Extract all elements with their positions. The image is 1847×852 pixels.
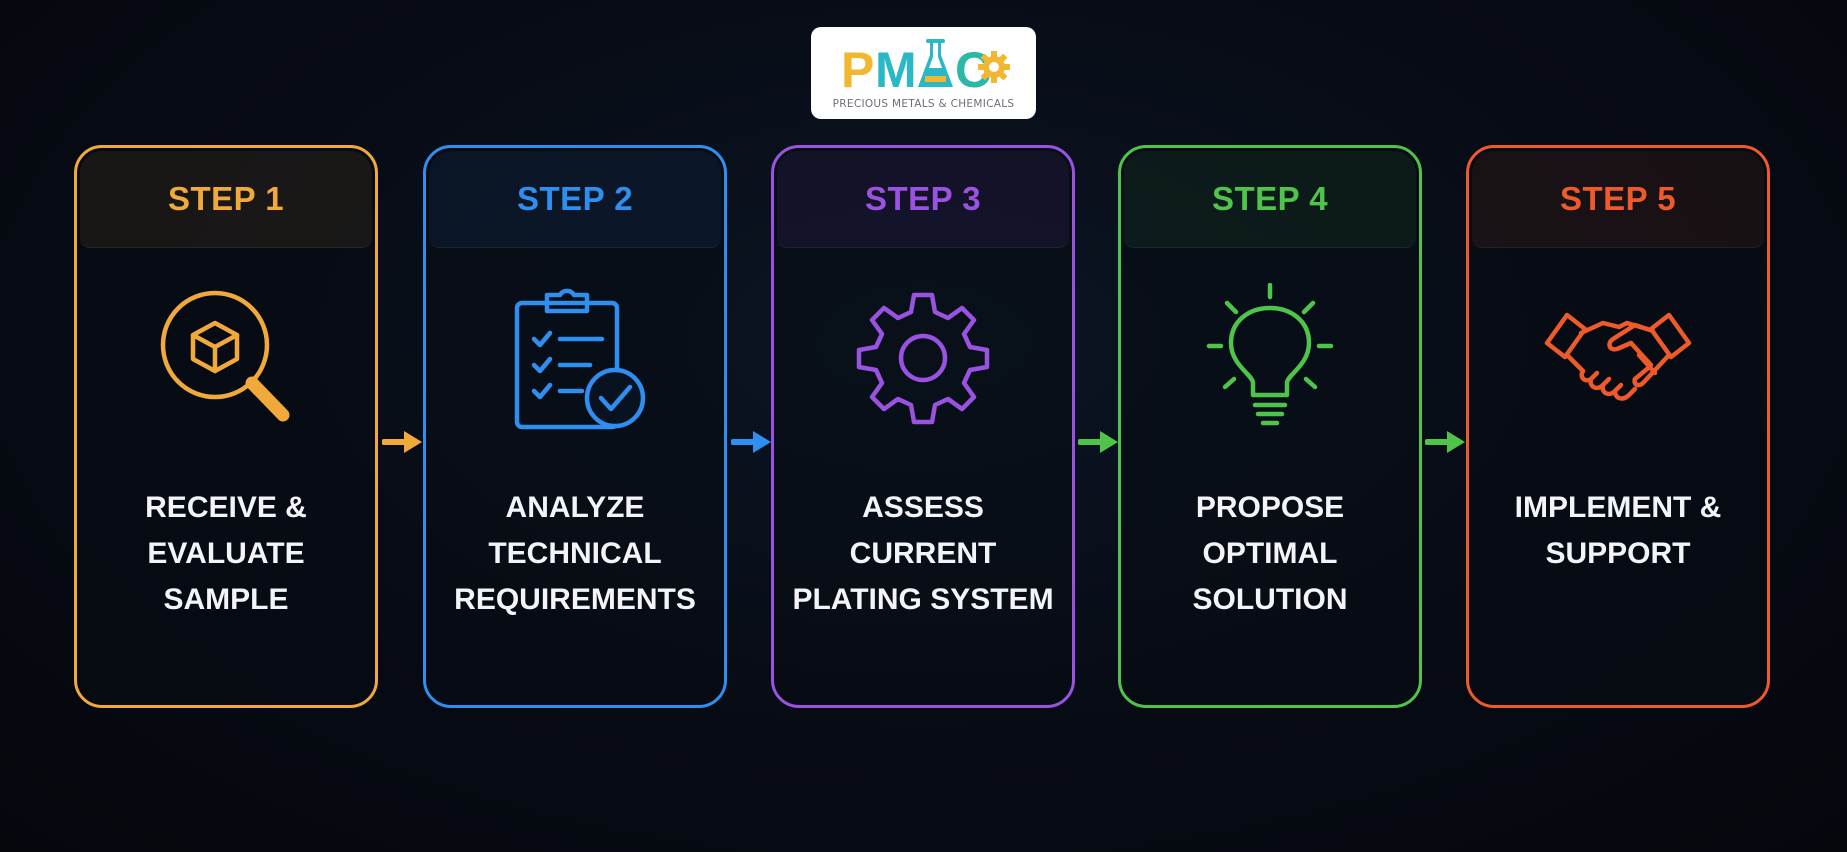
step-label-line: SUPPORT — [1545, 537, 1691, 570]
step-card-1: STEP 1 RECEIVE & EVALUATE SAMPLE — [74, 145, 378, 708]
step-label: RECEIVE & EVALUATE SAMPLE — [83, 485, 369, 623]
arrow-right-icon — [1425, 431, 1465, 453]
step-label-line: EVALUATE — [147, 537, 305, 570]
pmac-logo: P M C PRECIOUS METALS & — [811, 27, 1036, 119]
step-title: STEP 4 — [1211, 180, 1329, 217]
step-card-4: STEP 4 PROPOSE OPTIMAL SOLUTION — [1118, 145, 1422, 708]
step-header — [777, 151, 1069, 248]
step-label-line: SOLUTION — [1192, 583, 1348, 616]
step-label-line: SAMPLE — [163, 583, 289, 616]
step-title: STEP 5 — [1559, 180, 1677, 217]
arrow-right-icon — [382, 431, 422, 453]
step-header — [429, 151, 721, 248]
lightbulb-icon — [1206, 283, 1334, 426]
step-label: ASSESS CURRENT PLATING SYSTEM — [780, 485, 1066, 623]
step-header — [1124, 151, 1416, 248]
step-label-line: TECHNICAL — [488, 537, 662, 570]
arrow-right-icon — [731, 431, 771, 453]
gear-icon — [856, 292, 990, 425]
pmac-logo-mark: P M C — [841, 39, 1010, 95]
step-label-line: PROPOSE — [1195, 491, 1345, 524]
step-label: ANALYZE TECHNICAL REQUIREMENTS — [432, 485, 718, 623]
logo-tagline: PRECIOUS METALS & CHEMICALS — [832, 98, 1015, 110]
arrow-right-icon — [1078, 431, 1118, 453]
magnifier-box-icon — [160, 290, 290, 422]
step-label-line: CURRENT — [849, 537, 997, 570]
step-label-line: OPTIMAL — [1202, 537, 1338, 570]
step-label: PROPOSE OPTIMAL SOLUTION — [1127, 485, 1413, 623]
step-label-line: ASSESS — [862, 491, 984, 524]
svg-text:M: M — [875, 42, 917, 95]
step-header — [1472, 151, 1764, 248]
step-title: STEP 3 — [864, 180, 982, 217]
step-card-2: STEP 2 ANALYZE TECHNICAL REQUIREMENTS — [423, 145, 727, 708]
step-title: STEP 2 — [516, 180, 634, 217]
flask-icon — [918, 39, 953, 87]
step-label: IMPLEMENT & SUPPORT — [1475, 485, 1761, 577]
step-label-line: REQUIREMENTS — [454, 583, 696, 616]
step-label-line: IMPLEMENT & — [1514, 491, 1722, 524]
step-header — [80, 151, 372, 248]
step-card-5: STEP 5 IMPLEMENT & SUPPORT — [1466, 145, 1770, 708]
step-label-line: PLATING SYSTEM — [792, 583, 1054, 616]
step-label-line: RECEIVE & — [145, 491, 307, 524]
handshake-icon — [1544, 312, 1692, 401]
step-label-line: ANALYZE — [505, 491, 645, 524]
clipboard-check-icon — [514, 288, 646, 430]
svg-text:P: P — [841, 42, 874, 95]
step-card-3: STEP 3 ASSESS CURRENT PLATING SYSTEM — [771, 145, 1075, 708]
step-title: STEP 1 — [167, 180, 285, 217]
gear-logo-icon — [978, 51, 1010, 83]
